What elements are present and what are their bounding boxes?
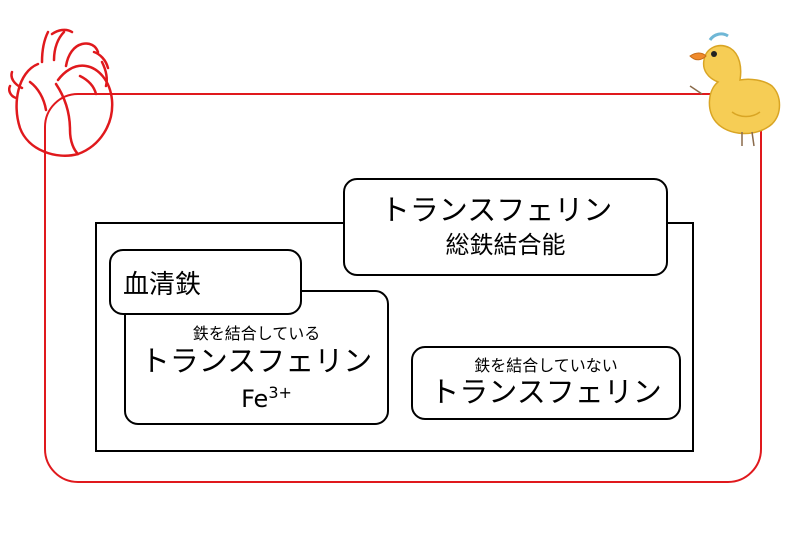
bound-name: トランスフェリン bbox=[140, 344, 373, 378]
tibc-box: トランスフェリン 総鉄結合能 bbox=[343, 178, 668, 276]
unbound-caption: 鉄を結合していない bbox=[474, 356, 618, 375]
tibc-subtitle: 総鉄結合能 bbox=[445, 231, 566, 259]
duck-icon bbox=[689, 32, 781, 147]
tibc-title: トランスフェリン bbox=[380, 193, 613, 227]
bound-transferrin-box: 鉄を結合している トランスフェリン Fe3+ bbox=[124, 290, 389, 425]
rounded-frame bbox=[44, 93, 762, 483]
iron-ion: Fe bbox=[241, 385, 269, 413]
serum-iron-label: 血清鉄 bbox=[123, 269, 202, 300]
iron-charge: 3+ bbox=[268, 383, 292, 402]
iron-ion-label: Fe3+ bbox=[241, 378, 292, 414]
bound-caption: 鉄を結合している bbox=[192, 324, 321, 343]
serum-iron-box: 血清鉄 bbox=[109, 249, 302, 315]
unbound-name: トランスフェリン bbox=[430, 375, 662, 409]
unbound-transferrin-box: 鉄を結合していない トランスフェリン bbox=[411, 346, 681, 420]
heart-icon bbox=[8, 28, 114, 157]
